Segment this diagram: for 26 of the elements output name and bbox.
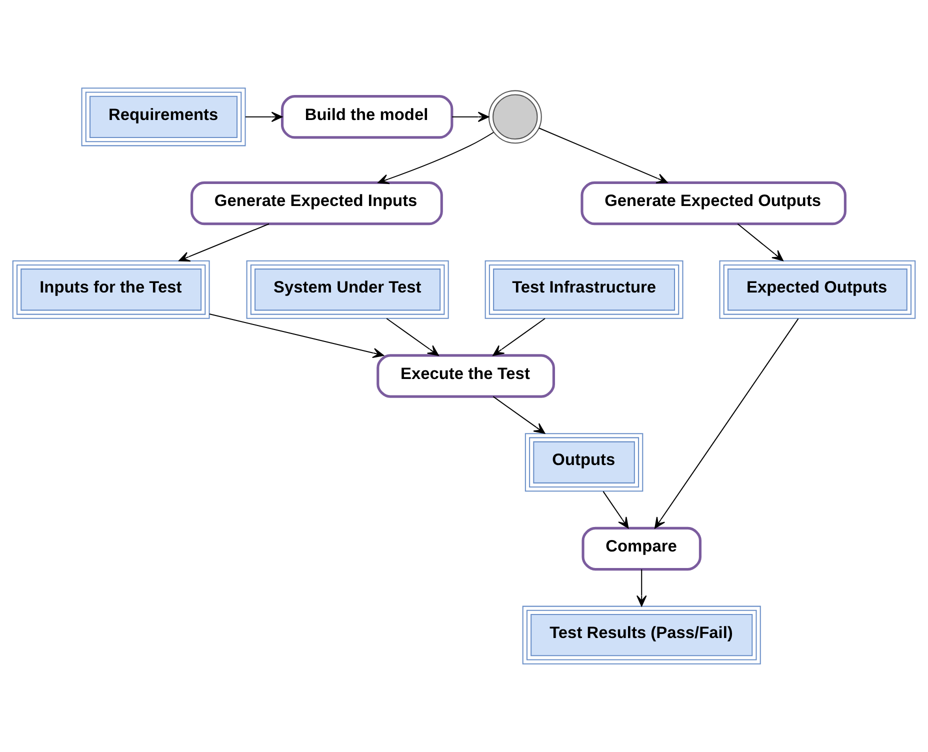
node-box: Compare [582, 526, 702, 571]
picture [488, 90, 542, 144]
node-box: System Under Test [246, 260, 449, 319]
arrow [737, 223, 784, 262]
arrow [378, 132, 494, 184]
node-box: Test Results (Pass/Fail) [522, 606, 761, 664]
node-box: Execute the Test [376, 354, 555, 398]
arrow [654, 318, 799, 529]
arrow [636, 569, 647, 607]
node-box: Expected Outputs [719, 260, 916, 319]
arrow [452, 112, 490, 122]
node-box: Test Infrastructure [484, 260, 684, 319]
node-box: Generate Expected Inputs [190, 181, 443, 226]
node-box: Generate Expected Outputs [580, 181, 846, 226]
arrow [602, 491, 629, 529]
node-box: Outputs [524, 433, 644, 492]
arrow [178, 223, 270, 262]
arrow [209, 314, 384, 358]
arrow [492, 318, 546, 356]
arrow [538, 128, 668, 184]
arrow [245, 112, 283, 122]
arrow [386, 318, 439, 356]
arrow [492, 396, 546, 434]
node-box: Requirements [81, 88, 246, 146]
node-box: Inputs for the Test [12, 260, 210, 319]
node-box: Build the model [280, 95, 454, 139]
